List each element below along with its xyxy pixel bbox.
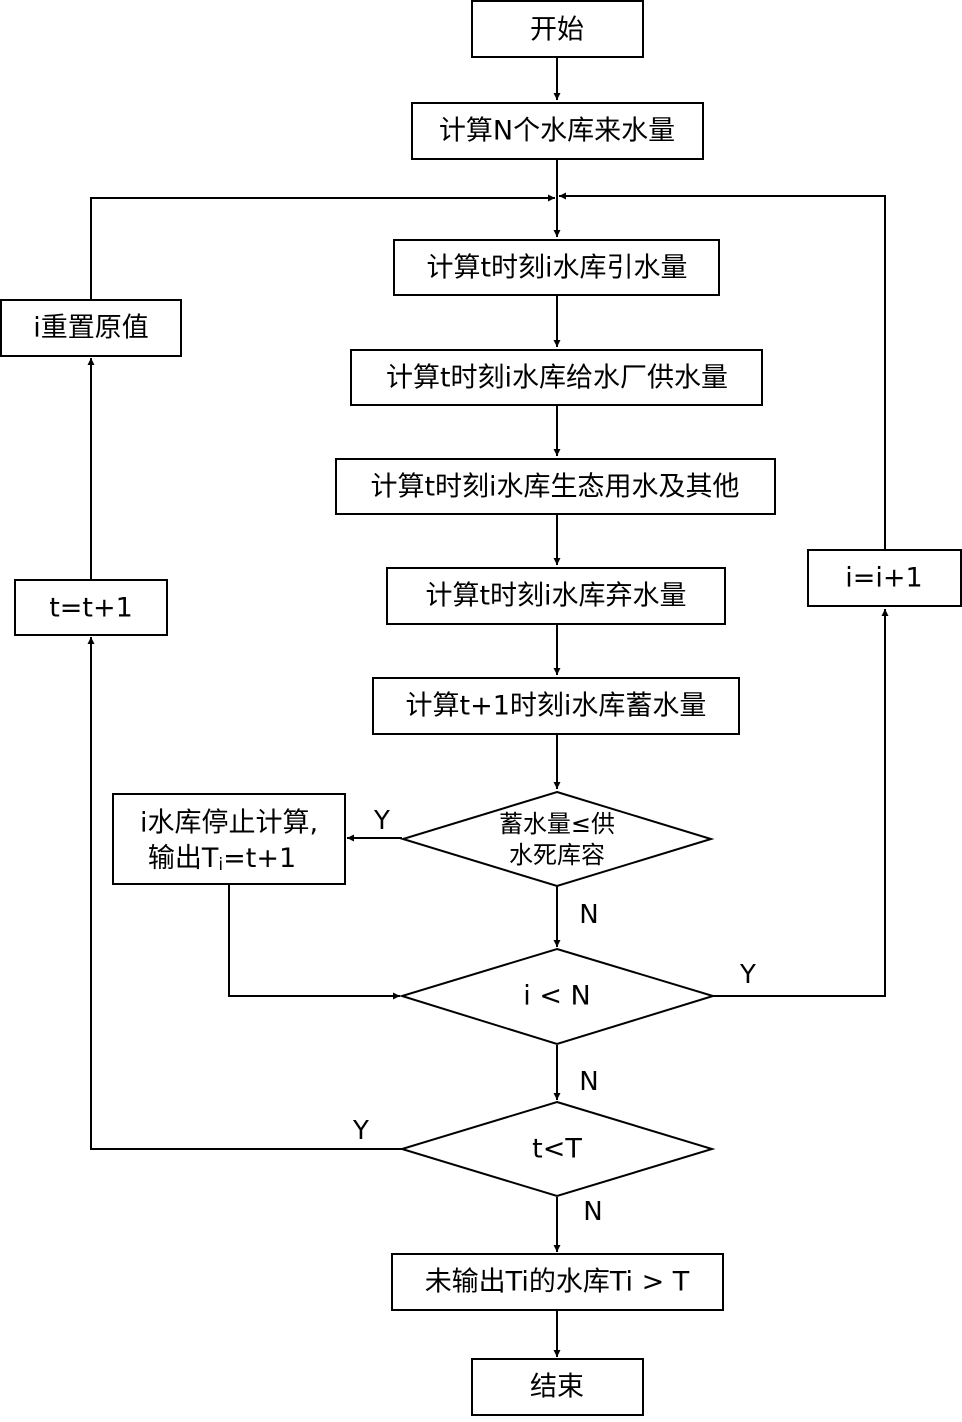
node-reset-i-text: i重置原值 <box>33 313 149 344</box>
node-calc-inflow: 计算N个水库来水量 <box>411 102 704 160</box>
node-stop-line2-sub: i <box>218 855 223 875</box>
label-t-yes: Y <box>352 1116 369 1146</box>
node-check-storage-line1: 蓄水量≤供 <box>499 810 615 838</box>
label-i-no: N <box>579 1067 598 1097</box>
node-stop: i水库停止计算, 输出Ti=t+1 <box>112 793 346 885</box>
edge-reset-loop <box>90 194 555 300</box>
node-check-i: i < N <box>398 947 717 1046</box>
node-calc-diversion-text: 计算t时刻i水库引水量 <box>426 253 687 284</box>
node-start: 开始 <box>471 0 644 58</box>
node-stop-line2: 输出Ti=t+1 <box>148 843 296 876</box>
node-stop-line2-prefix: 输出T <box>148 843 219 874</box>
node-check-t-text: t<T <box>532 1134 582 1165</box>
node-calc-supply-text: 计算t时刻i水库给水厂供水量 <box>386 363 728 394</box>
node-output-rest-text: 未输出Ti的水库Ti > T <box>425 1267 690 1298</box>
edge-check-t-yes <box>87 637 402 1150</box>
node-check-t: t<T <box>398 1100 716 1198</box>
node-check-storage-line2: 水死库容 <box>509 841 605 869</box>
edge-labels: Y N Y N Y N <box>352 806 756 1227</box>
node-calc-inflow-text: 计算N个水库来水量 <box>439 116 675 147</box>
node-start-text: 开始 <box>530 15 584 46</box>
node-calc-eco: 计算t时刻i水库生态用水及其他 <box>335 458 776 515</box>
edge-i-inc-loop <box>559 192 886 550</box>
node-calc-eco-text: 计算t时刻i水库生态用水及其他 <box>370 472 739 503</box>
node-end: 结束 <box>471 1358 644 1416</box>
node-calc-supply: 计算t时刻i水库给水厂供水量 <box>350 349 763 406</box>
node-i-inc: i=i+1 <box>807 549 962 607</box>
node-reset-i: i重置原值 <box>0 299 182 357</box>
label-i-yes: Y <box>739 960 756 990</box>
node-stop-line2-suffix: =t+1 <box>223 843 296 874</box>
node-calc-diversion: 计算t时刻i水库引水量 <box>393 239 720 296</box>
edge-stop-to-check-i <box>228 884 400 1000</box>
node-stop-line1: i水库停止计算, <box>140 808 318 839</box>
node-i-inc-text: i=i+1 <box>845 563 922 594</box>
node-t-inc-text: t=t+1 <box>49 593 133 624</box>
node-calc-storage: 计算t+1时刻i水库蓄水量 <box>372 677 740 735</box>
node-t-inc: t=t+1 <box>14 579 168 636</box>
node-calc-spill-text: 计算t时刻i水库弃水量 <box>425 581 686 612</box>
node-check-storage: 蓄水量≤供 水死库容 <box>399 790 715 888</box>
node-calc-storage-text: 计算t+1时刻i水库蓄水量 <box>406 691 707 722</box>
node-calc-spill: 计算t时刻i水库弃水量 <box>386 567 726 625</box>
label-storage-yes: Y <box>373 806 390 836</box>
node-end-text: 结束 <box>530 1372 584 1403</box>
node-output-rest: 未输出Ti的水库Ti > T <box>391 1253 724 1311</box>
node-check-i-text: i < N <box>523 981 591 1012</box>
label-t-no: N <box>583 1197 602 1227</box>
label-storage-no: N <box>579 900 598 930</box>
edge-check-i-yes <box>713 609 889 997</box>
edges <box>87 57 889 1357</box>
